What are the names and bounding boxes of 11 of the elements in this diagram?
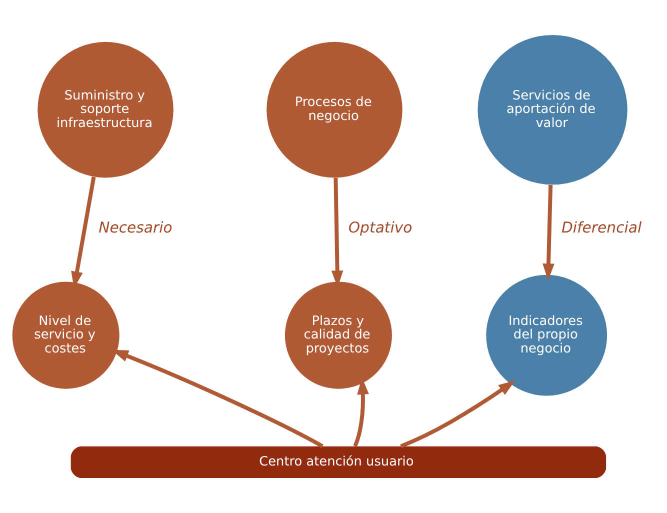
edge-label: Optativo — [348, 218, 412, 237]
node-circle: Nivel de servicio y costes — [12, 282, 120, 389]
node-circle: Suministro y soporte infraestructura — [38, 42, 174, 178]
node-box: Centro atención usuario — [70, 446, 606, 478]
edge-label: Diferencial — [561, 218, 642, 237]
node-circle: Servicios de aportación de valor — [478, 34, 628, 185]
arrow — [542, 184, 554, 281]
node-circle: Plazos y calidad de proyectos — [284, 282, 392, 389]
node-circle: Procesos de negocio — [266, 42, 402, 178]
edge-label: Necesario — [98, 218, 172, 237]
arrow — [400, 380, 516, 448]
